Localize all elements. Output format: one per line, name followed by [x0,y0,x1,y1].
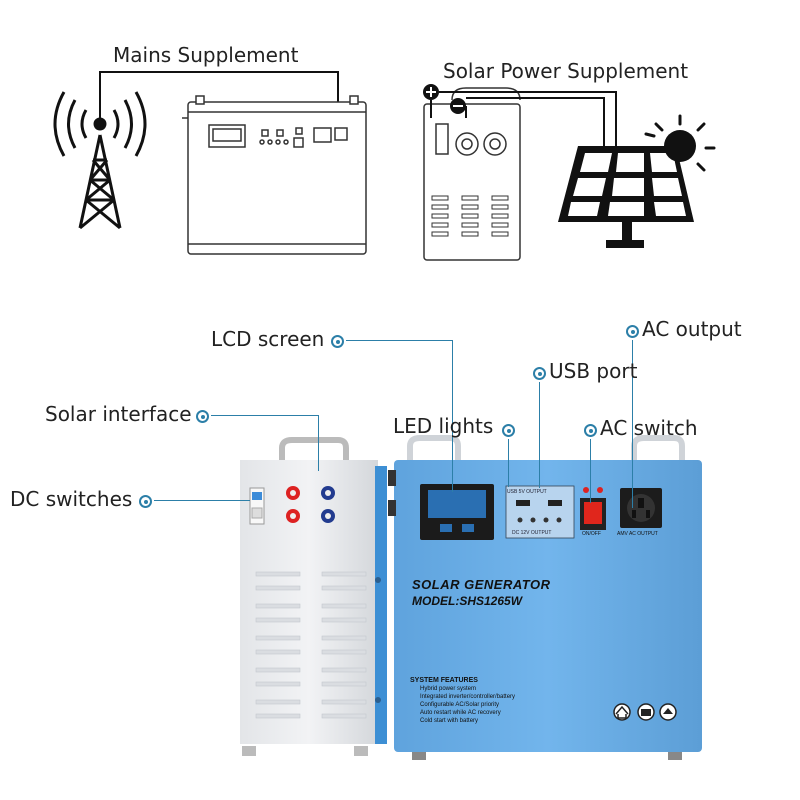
dc-panel-label: DC 12V OUTPUT [512,530,552,536]
dc-switches-label: DC switches [10,487,133,511]
feature-item: Configurable AC/Solar priority [420,702,500,708]
usb-port-label: USB port [549,359,638,383]
led-lights-label: LED lights [393,414,494,438]
led-lights-marker [502,424,515,437]
lcd-screen-label: LCD screen [211,327,325,351]
feature-item: Hybrid power system [420,686,477,692]
solar-unit-drawing [423,87,521,261]
solar-power-supplement-label: Solar Power Supplement [443,59,689,83]
dc-switches-leader [154,500,250,501]
dc-switches-marker [139,495,152,508]
generator-title: SOLAR GENERATOR [412,577,551,592]
ac-switch-leader [590,439,591,503]
generator-unit [388,435,702,760]
solar-panel-icon [558,146,694,248]
generator-model: MODEL:SHS1265W [412,594,523,608]
lcd-screen-leader [452,340,453,492]
solar-interface-label: Solar interface [45,402,192,426]
solar-generator-photo [240,435,702,760]
feature-item: Integrated inverter/controller/battery [420,694,516,700]
ac-output-panel-label: AMV AC OUTPUT [617,531,658,537]
mains-supplement-label: Mains Supplement [113,43,299,67]
solar-interface-marker [196,410,209,423]
sun-icon [644,114,716,172]
features-title: SYSTEM FEATURES [410,677,478,684]
ac-output-leader [632,340,633,508]
inverter-unit-drawing [182,95,367,255]
led-lights-leader [508,439,509,487]
feature-item: Auto restart while AC recovery [420,710,501,716]
usb-panel-label: USB 5V OUTPUT [507,489,547,495]
plus-terminal-icon [423,84,439,100]
supplement-diagram [53,71,716,261]
minus-terminal-icon [450,98,466,114]
ac-switch-label: AC switch [600,416,698,440]
battery-unit [240,437,387,756]
ac-output-marker [626,325,639,338]
solar-interface-leader [318,415,319,471]
transmission-tower-icon [53,91,147,230]
lcd-screen-leader [346,340,452,341]
ac-switch-panel-label: ON/OFF [582,531,601,537]
usb-port-leader [539,382,540,488]
usb-port-marker [533,367,546,380]
feature-item: Cold start with battery [420,718,479,724]
lcd-screen-marker [331,335,344,348]
ac-output-label: AC output [642,317,742,341]
solar-interface-leader [211,415,318,416]
ac-switch-marker [584,424,597,437]
